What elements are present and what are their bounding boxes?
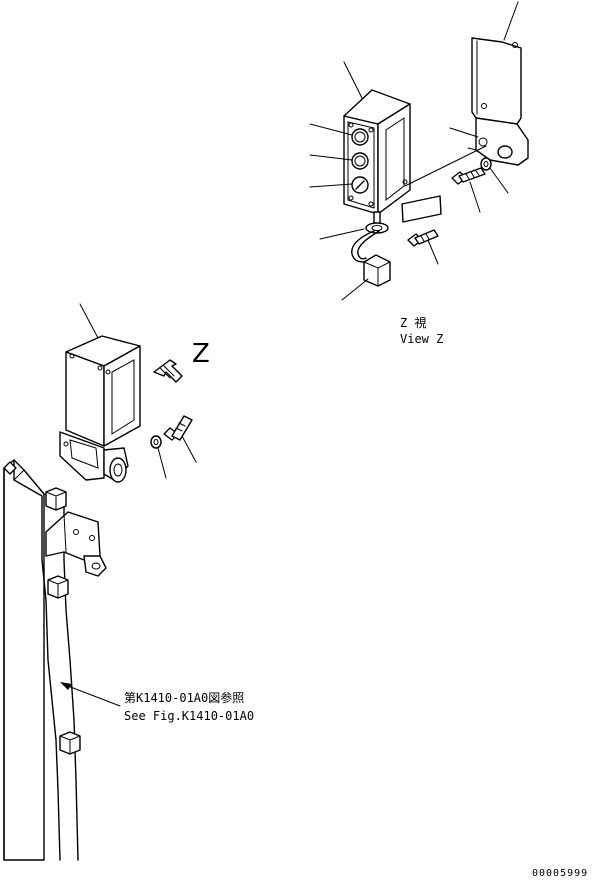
bolt-installed: [163, 415, 193, 441]
leader-lines-installed: [79, 303, 197, 479]
reference-text-en: See Fig.K1410-01A0: [124, 709, 254, 723]
reference-text-jp: 第K1410-01A0図参照: [124, 690, 244, 705]
push-button-2: [351, 152, 369, 170]
cable-harness: [351, 211, 391, 287]
view-caption-en: View Z: [400, 332, 443, 346]
mounting-bracket: [467, 37, 529, 166]
assembly-centerline: [404, 145, 487, 187]
switch-box: [343, 89, 411, 215]
label-plate: [401, 195, 442, 223]
switch-box-installed: [59, 335, 141, 481]
view-arrow: Z: [153, 339, 210, 383]
bolt-upper: [451, 167, 486, 185]
installed-assembly: Z: [3, 303, 254, 861]
view-z-assembly: Z 視 View Z: [309, 1, 529, 346]
drawing-code: 00005999: [532, 868, 588, 879]
view-letter: Z: [192, 339, 210, 369]
reference-arrow: [60, 682, 121, 707]
washer-small: [480, 157, 492, 171]
view-caption-jp: Z 視: [400, 315, 426, 330]
push-button-1: [351, 128, 369, 146]
washer-installed: [150, 435, 162, 449]
leader-lines-view-z: [309, 1, 519, 301]
bolt-lower: [407, 229, 439, 247]
cab-pillar: [3, 459, 107, 861]
mounting-ear: [103, 447, 129, 483]
